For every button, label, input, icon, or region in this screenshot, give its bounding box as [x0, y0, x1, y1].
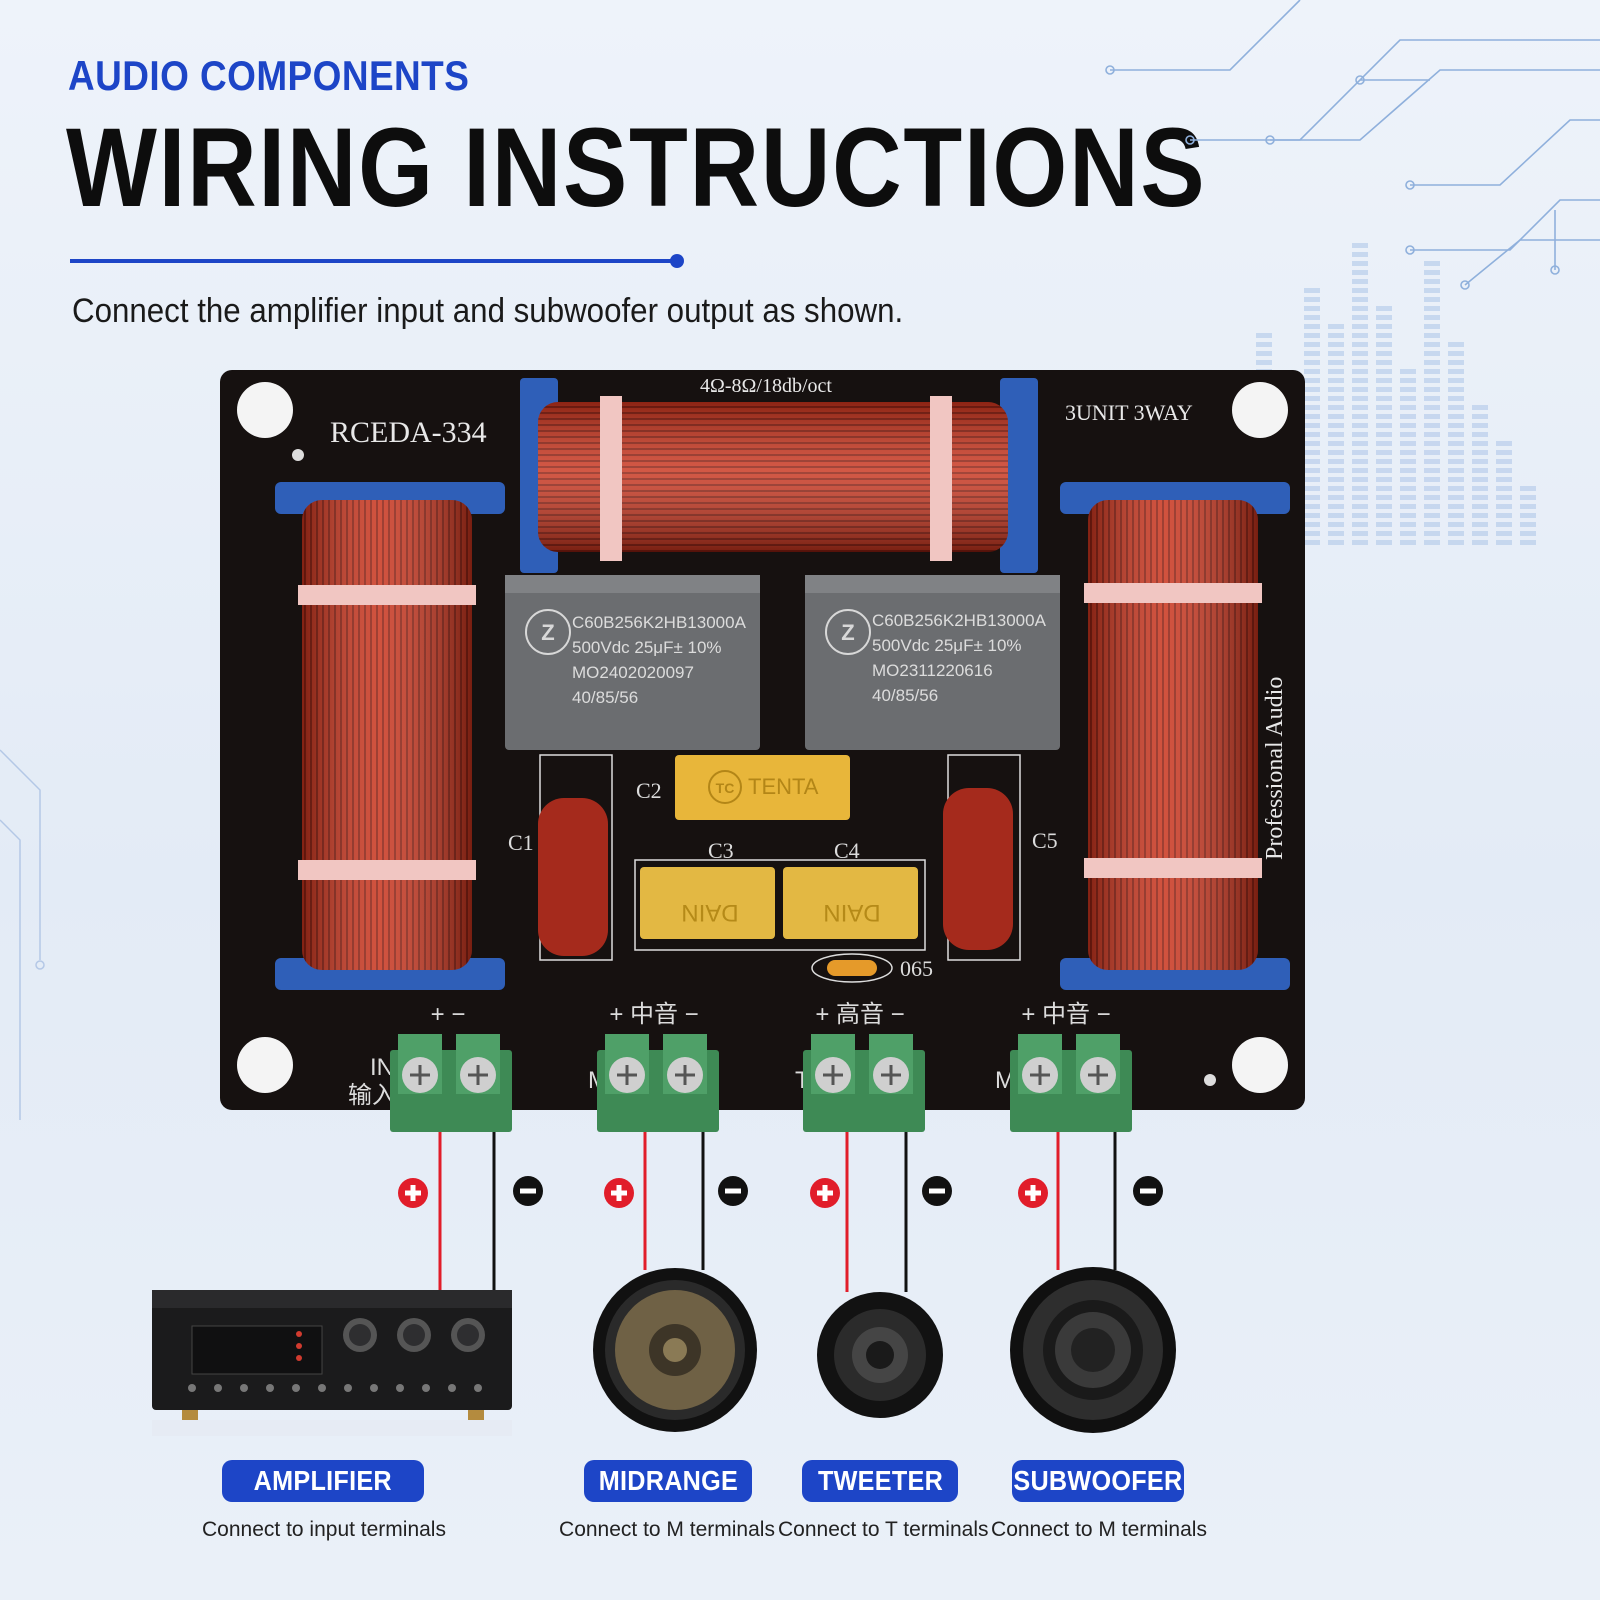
plus-polarity-icon [1018, 1178, 1048, 1208]
capacitor-c3: DAIN [640, 867, 775, 939]
board-side-label: Professional Audio [1262, 677, 1288, 860]
page-title: WIRING INSTRUCTIONS [66, 105, 1207, 230]
terminal-block-3 [803, 1034, 925, 1132]
cap-left-line2: 500Vdc 25μF± 10% [572, 638, 722, 657]
subwoofer-badge: SUBWOOFER [1012, 1460, 1184, 1502]
cap-left-line3: MO2402020097 [572, 663, 694, 682]
board-spec-label: 4Ω-8Ω/18db/oct [700, 375, 832, 397]
capacitor-tenta: TC TENTA [675, 755, 850, 820]
plus-polarity-icon [604, 1178, 634, 1208]
amplifier-badge: AMPLIFIER [222, 1460, 424, 1502]
cap-right-line2: 500Vdc 25μF± 10% [872, 636, 1022, 655]
svg-text:C5: C5 [1032, 828, 1058, 853]
terminal-in-polarity: + − [431, 1001, 466, 1028]
svg-text:C3: C3 [708, 838, 734, 863]
plus-polarity-icon [810, 1178, 840, 1208]
cap-right-line4: 40/85/56 [872, 686, 938, 705]
minus-polarity-icon [1133, 1176, 1163, 1206]
crossover-board: RCEDA-334 4Ω-8Ω/18db/oct 3UNIT 3WAY Prof… [220, 370, 1305, 1132]
svg-text:065: 065 [900, 956, 933, 981]
page-subtitle: Connect the amplifier input and subwoofe… [72, 292, 904, 330]
left-trace-decoration [0, 749, 45, 1120]
cap-left-line4: 40/85/56 [572, 688, 638, 707]
minus-polarity-icon [922, 1176, 952, 1206]
terminal-tweeter-polarity: + 高音 − [815, 1001, 904, 1028]
board-model-label: RCEDA-334 [330, 416, 487, 449]
board-config-label: 3UNIT 3WAY [1065, 400, 1193, 425]
subwoofer-caption: Connect to M terminals [991, 1518, 1207, 1541]
terminal-block-4 [1010, 1034, 1132, 1132]
circuit-trace-decoration [1105, 0, 1600, 290]
midrange-caption: Connect to M terminals [559, 1518, 775, 1541]
cap-brand-label: TENTA [748, 774, 819, 799]
svg-text:输入: 输入 [348, 1082, 396, 1109]
amplifier-caption: Connect to input terminals [202, 1518, 446, 1541]
mounting-holes [237, 382, 1288, 1093]
terminal-sub-polarity: + 中音 − [1021, 1001, 1110, 1028]
header-kicker: AUDIO COMPONENTS [68, 52, 470, 99]
midrange-badge: MIDRANGE [584, 1460, 752, 1502]
resistor [827, 960, 877, 976]
capacitor-c5 [943, 788, 1013, 950]
inductor-left [275, 482, 505, 990]
terminal-mid-polarity: + 中音 − [609, 1001, 698, 1028]
terminal-block-1 [390, 1034, 512, 1132]
svg-text:C4: C4 [834, 838, 860, 863]
capacitor-c4: DAIN [783, 867, 918, 939]
svg-text:DAIN: DAIN [681, 899, 738, 926]
capacitor-left: Z C60B256K2HB13000A 500Vdc 25μF± 10% MO2… [505, 575, 760, 750]
amplifier-image [152, 1290, 512, 1436]
cap-right-line3: MO2311220616 [872, 661, 993, 680]
cap-right-line1: C60B256K2HB13000A [872, 611, 1047, 630]
svg-text:DAIN: DAIN [823, 899, 880, 926]
svg-text:Z: Z [541, 620, 554, 645]
svg-text:C2: C2 [636, 778, 662, 803]
tweeter-speaker-image [817, 1292, 943, 1418]
midrange-speaker-image [593, 1268, 757, 1432]
terminal-block-2 [597, 1034, 719, 1132]
inductor-top [520, 378, 1038, 573]
capacitor-right: Z C60B256K2HB13000A 500Vdc 25μF± 10% MO2… [805, 575, 1060, 750]
plus-polarity-icon [398, 1178, 428, 1208]
cap-left-line1: C60B256K2HB13000A [572, 613, 747, 632]
minus-polarity-icon [718, 1176, 748, 1206]
svg-text:TC: TC [716, 780, 735, 796]
tweeter-badge: TWEETER [802, 1460, 958, 1502]
capacitor-c1 [538, 798, 608, 956]
inductor-right [1060, 482, 1290, 990]
title-underline [70, 259, 678, 263]
svg-text:Z: Z [841, 620, 854, 645]
minus-polarity-icon [513, 1176, 543, 1206]
subwoofer-speaker-image [1010, 1267, 1176, 1433]
svg-text:C1: C1 [508, 830, 534, 855]
tweeter-caption: Connect to T terminals [778, 1518, 989, 1541]
title-underline-dot [670, 254, 684, 268]
